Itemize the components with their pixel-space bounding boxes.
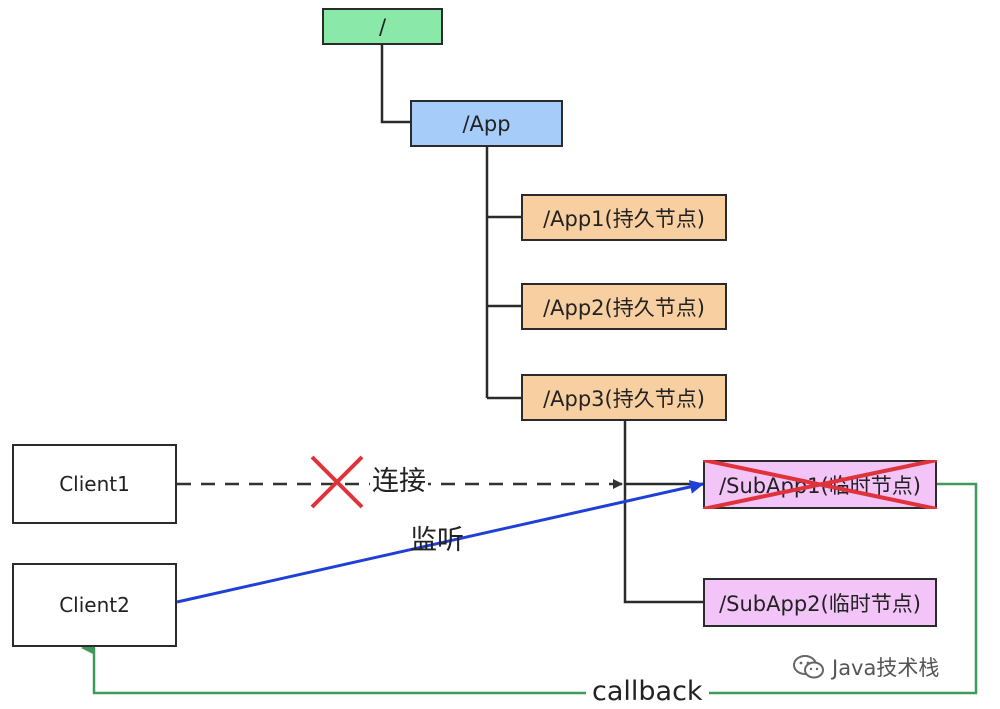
node-app1-label: /App1(持久节点) [543,206,705,231]
node-app-label: /App [462,111,511,136]
node-app2-label: /App2(持久节点) [543,295,705,320]
connection-failed-cross-icon [310,455,364,509]
client2-box: Client2 [12,563,177,647]
client1-label: Client1 [59,472,130,496]
client2-label: Client2 [59,593,130,617]
watermark-text: Java技术栈 [832,656,940,680]
node-app: /App [410,100,563,147]
callback-label: callback [586,678,709,705]
node-subapp2-label: /SubApp2(临时节点) [719,591,921,616]
node-app3: /App3(持久节点) [521,374,727,421]
connect-label: 连接 [370,466,428,497]
deleted-node-cross-icon [703,460,937,509]
node-root: / [322,8,443,45]
wechat-icon [793,655,824,679]
callback-line [81,482,978,695]
node-subapp2: /SubApp2(临时节点) [703,578,937,627]
edge-root-app [380,44,411,124]
watch-line [176,480,704,604]
edge-app3-subapp [623,421,704,604]
node-app1: /App1(持久节点) [521,194,727,241]
watermark: Java技术栈 [792,652,939,682]
node-app2: /App2(持久节点) [521,283,727,330]
node-root-label: / [378,14,387,39]
node-app3-label: /App3(持久节点) [543,386,705,411]
watch-label: 监听 [410,525,464,556]
client1-box: Client1 [12,444,177,524]
